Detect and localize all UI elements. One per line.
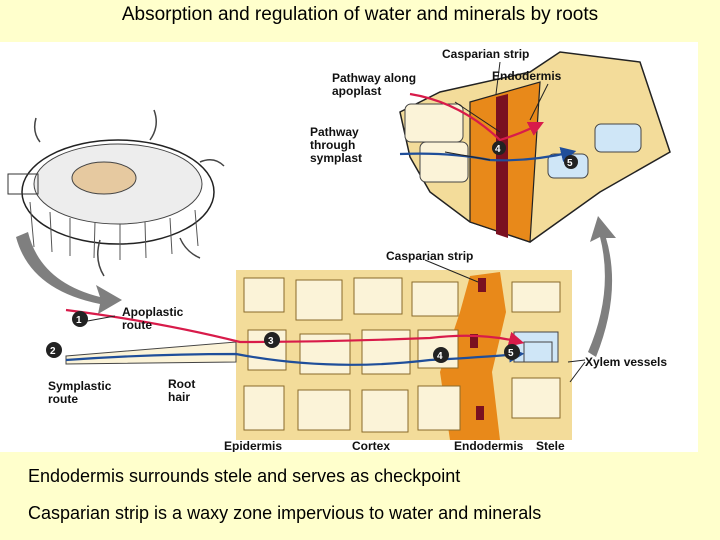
zoom-in-arrow [16, 232, 122, 314]
label-symplastic-route-2: route [48, 392, 78, 406]
label-stele: Stele [536, 439, 565, 452]
root-absorption-diagram: Casparian strip Endodermis Pathway along… [0, 42, 698, 452]
pointer-lines [81, 61, 586, 383]
label-cortex: Cortex [352, 439, 390, 452]
label-casparian-strip-top: Casparian strip [442, 47, 529, 61]
label-pathway-symplast-1: Pathway [310, 125, 359, 139]
caption-endodermis: Endodermis surrounds stele and serves as… [28, 466, 461, 486]
step-numbers: 1 2 3 4 5 4 5 [50, 144, 573, 362]
step-number-1: 1 [76, 315, 82, 326]
label-epidermis: Epidermis [224, 439, 282, 452]
label-symplastic-route-1: Symplastic [48, 379, 112, 393]
diagram-svg: Casparian strip Endodermis Pathway along… [7, 47, 671, 452]
label-pathway-apoplast-2: apoplast [332, 84, 381, 98]
label-apoplastic-route-1: Apoplastic [122, 305, 184, 319]
label-root-hair-1: Root [168, 377, 195, 391]
step-number-3: 3 [268, 336, 274, 347]
label-pathway-symplast-2: through [310, 138, 355, 152]
caption-casparian-strip: Casparian strip is a waxy zone imperviou… [28, 503, 542, 523]
label-root-hair-2: hair [168, 390, 190, 404]
label-xylem-vessels: Xylem vessels [585, 355, 667, 369]
diagram-labels: Casparian strip Endodermis Pathway along… [48, 47, 667, 452]
label-endodermis-bottom: Endodermis [454, 439, 524, 452]
step-number-2: 2 [50, 346, 56, 357]
step-number-5-top: 5 [567, 158, 573, 169]
label-endodermis-top: Endodermis [492, 69, 562, 83]
label-apoplastic-route-2: route [122, 318, 152, 332]
label-pathway-symplast-3: symplast [310, 151, 362, 165]
step-number-4-top: 4 [495, 144, 501, 155]
label-casparian-strip-bottom: Casparian strip [386, 249, 473, 263]
page-title: Absorption and regulation of water and m… [121, 4, 599, 25]
step-number-4: 4 [437, 351, 443, 362]
endodermis-3d-block [399, 51, 671, 243]
label-pathway-apoplast-1: Pathway along [332, 71, 416, 85]
zoom-out-arrow [588, 216, 616, 357]
root-cross-section [7, 109, 225, 277]
step-number-5: 5 [508, 348, 514, 359]
cell-section [46, 270, 572, 440]
